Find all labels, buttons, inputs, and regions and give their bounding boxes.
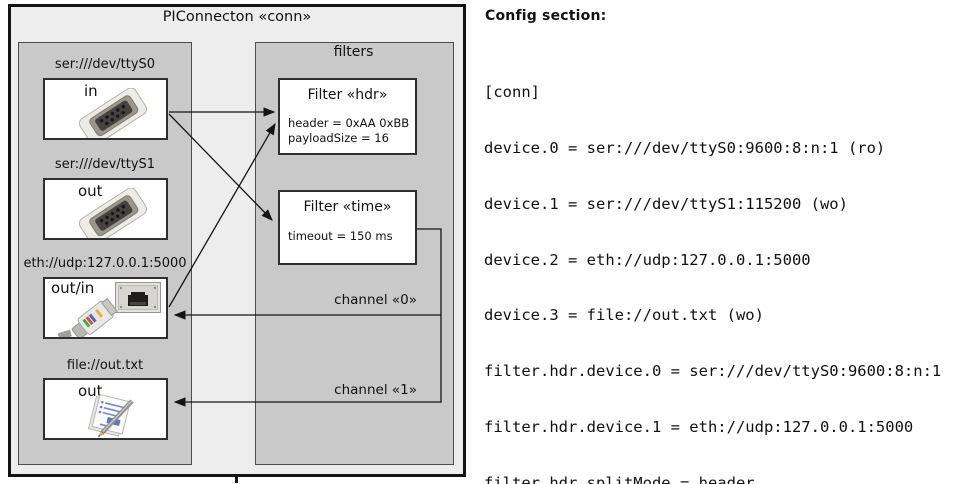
filter-hdr-prop-header: header = 0xAA 0xBB: [288, 116, 410, 130]
frame-bottom-tick: [235, 475, 238, 483]
device-label-file: file://out.txt: [66, 358, 144, 373]
config-line: device.3 = file://out.txt (wo): [484, 306, 764, 325]
device-label-ttys0: ser:///dev/ttyS0: [54, 57, 156, 72]
device-box-file: out: [43, 378, 168, 440]
channel-0-label: channel «0»: [334, 292, 417, 308]
config-line: device.1 = ser:///dev/ttyS1:115200 (wo): [484, 194, 848, 213]
config-line: filter.hdr.device.0 = ser:///dev/ttyS0:9…: [484, 362, 942, 381]
ethernet-connector-photo: [57, 297, 118, 337]
filter-time-box: Filter «time» timeout = 150 ms: [278, 190, 417, 265]
config-line: filter.hdr.device.1 = eth://udp:127.0.0.…: [484, 417, 914, 436]
device-direction: out: [78, 382, 103, 400]
device-label-eth: eth://udp:127.0.0.1:5000: [23, 256, 187, 271]
device-label-ttys1: ser:///dev/ttyS1: [54, 157, 156, 172]
config-line: device.2 = eth://udp:127.0.0.1:5000: [484, 250, 811, 269]
config-line: [conn]: [484, 83, 540, 102]
device-direction: out/in: [51, 279, 95, 297]
device-direction: in: [84, 82, 98, 100]
config-line: filter.hdr.splitMode = header: [484, 473, 755, 484]
notepad-pencil-icon: [88, 393, 134, 437]
device-box-eth: out/in: [43, 277, 168, 339]
diagram-title: PIConnecton «conn»: [162, 9, 312, 25]
device-box-ttys1: out: [43, 178, 168, 240]
serial-connector-photo: [78, 88, 148, 138]
filter-time-title: Filter «time»: [303, 199, 392, 215]
channel-1-label: channel «1»: [334, 382, 417, 398]
filter-hdr-prop-payload: payloadSize = 16: [288, 131, 389, 145]
device-direction: out: [78, 182, 103, 200]
ethernet-port-icon: [115, 282, 161, 313]
filter-hdr-box: Filter «hdr» header = 0xAA 0xBB payloadS…: [278, 78, 417, 155]
filter-time-prop-timeout: timeout = 150 ms: [288, 229, 393, 243]
config-line: device.0 = ser:///dev/ttyS0:9600:8:n:1 (…: [484, 138, 886, 157]
device-box-ttys0: in: [43, 78, 168, 140]
config-text: [conn] device.0 = ser:///dev/ttyS0:9600:…: [484, 46, 951, 484]
filters-panel-title: filters: [333, 44, 374, 60]
filter-hdr-title: Filter «hdr»: [307, 87, 388, 103]
serial-connector-photo: [78, 188, 148, 238]
config-section-heading: Config section:: [485, 8, 607, 24]
